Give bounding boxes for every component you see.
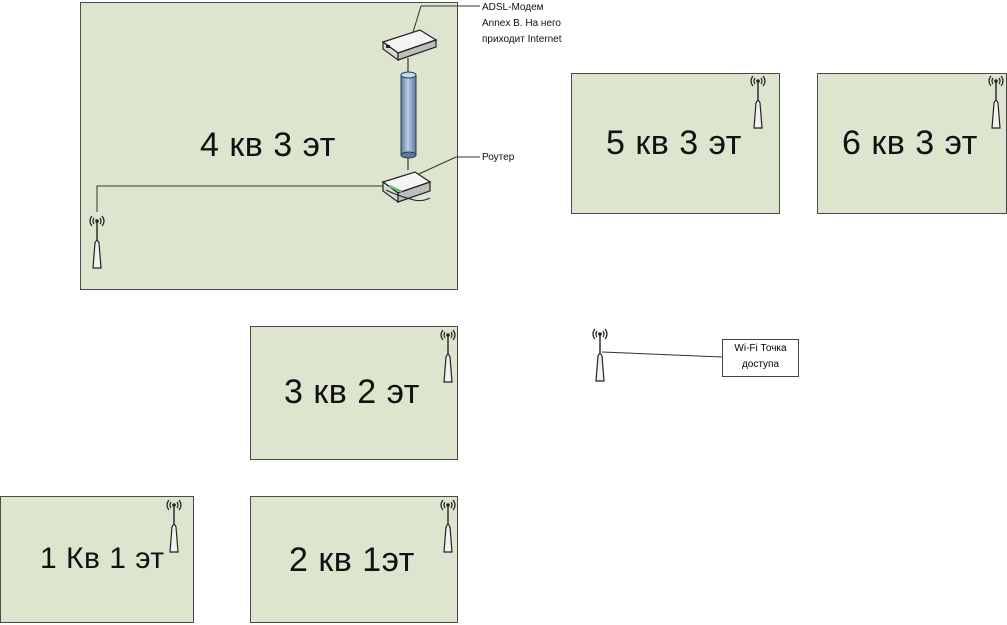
room-1-label: 1 Кв 1 эт bbox=[40, 542, 165, 575]
modem-annotation-line-1: ADSL-Модем bbox=[482, 2, 544, 13]
antenna-icon bbox=[440, 329, 456, 383]
wifi-access-point-callout: Wi-Fi Точка доступа bbox=[722, 339, 799, 377]
room-5-label: 5 кв 3 эт bbox=[606, 124, 742, 162]
antenna-icon bbox=[750, 75, 766, 129]
room-6-floor-3: 6 кв 3 эт bbox=[817, 73, 1007, 214]
modem-annotation-line-2: Annex B. На него bbox=[482, 18, 561, 29]
router-annotation: Роутер bbox=[482, 152, 515, 163]
modem-annotation-line-3: приходит Internet bbox=[482, 34, 562, 45]
access-point-callout-link bbox=[601, 351, 723, 358]
router-antenna-link bbox=[96, 185, 383, 212]
wifi-callout-line-1: Wi-Fi Точка bbox=[734, 343, 787, 354]
room-3-label: 3 кв 2 эт bbox=[284, 373, 420, 411]
room-3-floor-2: 3 кв 2 эт bbox=[250, 326, 458, 460]
modem-annotation: ADSL-Модем Annex B. На него приходит Int… bbox=[482, 0, 561, 48]
adsl-modem-icon bbox=[381, 29, 438, 62]
router-icon bbox=[381, 171, 432, 204]
modem-label-leader-line bbox=[409, 5, 480, 43]
room-6-label: 6 кв 3 эт bbox=[842, 124, 978, 162]
room-2-label: 2 кв 1эт bbox=[289, 541, 415, 579]
antenna-icon bbox=[89, 215, 105, 269]
room-2-floor-1: 2 кв 1эт bbox=[250, 496, 458, 623]
antenna-icon bbox=[166, 499, 182, 553]
room-5-floor-3: 5 кв 3 эт bbox=[571, 73, 780, 214]
wifi-callout-line-2: доступа bbox=[741, 359, 780, 370]
wifi-access-point-icon bbox=[592, 328, 608, 382]
room-4-label: 4 кв 3 эт bbox=[200, 126, 336, 164]
room-1-floor-1: 1 Кв 1 эт bbox=[0, 496, 194, 623]
cable-cylinder bbox=[400, 71, 417, 159]
antenna-icon bbox=[988, 75, 1004, 129]
antenna-icon bbox=[440, 499, 456, 553]
router-label-leader-line bbox=[409, 156, 480, 179]
